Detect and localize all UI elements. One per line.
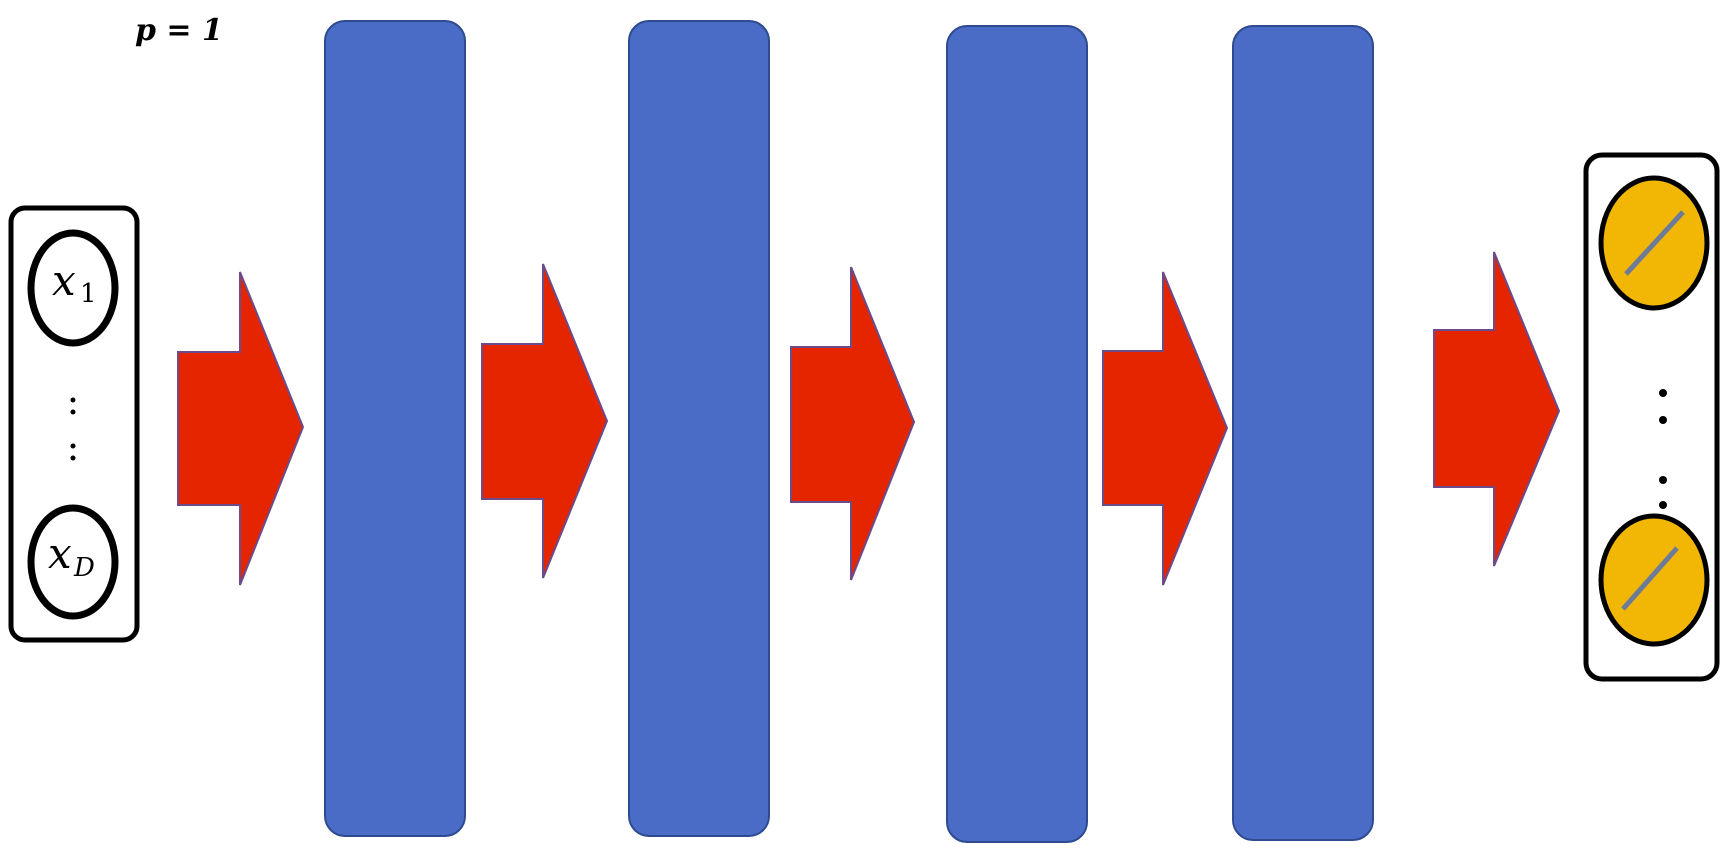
arrows bbox=[177, 251, 1561, 586]
vertical-ellipsis-icon bbox=[1659, 389, 1667, 509]
input-node-last: x D bbox=[27, 504, 119, 620]
input-node-subscript: 1 bbox=[80, 279, 97, 309]
vertical-ellipsis-icon bbox=[70, 397, 76, 461]
linear-activation-icon bbox=[1621, 546, 1679, 611]
parameter-label: p = 1 bbox=[135, 13, 223, 48]
arrow-2 bbox=[481, 263, 609, 579]
input-node-circle bbox=[27, 229, 119, 347]
output-node-first bbox=[1598, 175, 1710, 311]
hidden-layers bbox=[324, 20, 1374, 843]
hidden-layer-1 bbox=[324, 20, 466, 837]
input-node-subscript: D bbox=[73, 553, 95, 583]
output-node-circle bbox=[1598, 513, 1710, 647]
output-layer bbox=[1583, 152, 1720, 682]
input-layer: x 1 x D bbox=[8, 205, 140, 643]
arrow-5 bbox=[1433, 251, 1561, 567]
input-node-circle bbox=[27, 504, 119, 620]
arrow-4 bbox=[1102, 271, 1229, 586]
input-node-var: x bbox=[52, 256, 76, 305]
linear-activation-icon bbox=[1624, 210, 1685, 276]
hidden-layer-3 bbox=[946, 25, 1088, 843]
hidden-layer-2 bbox=[628, 20, 770, 837]
input-node-first: x 1 bbox=[27, 229, 119, 347]
output-node-last bbox=[1598, 513, 1710, 647]
hidden-layer-4 bbox=[1232, 25, 1374, 841]
input-node-var: x bbox=[48, 529, 72, 578]
arrow-1 bbox=[177, 271, 305, 586]
arrow-3 bbox=[790, 266, 916, 581]
